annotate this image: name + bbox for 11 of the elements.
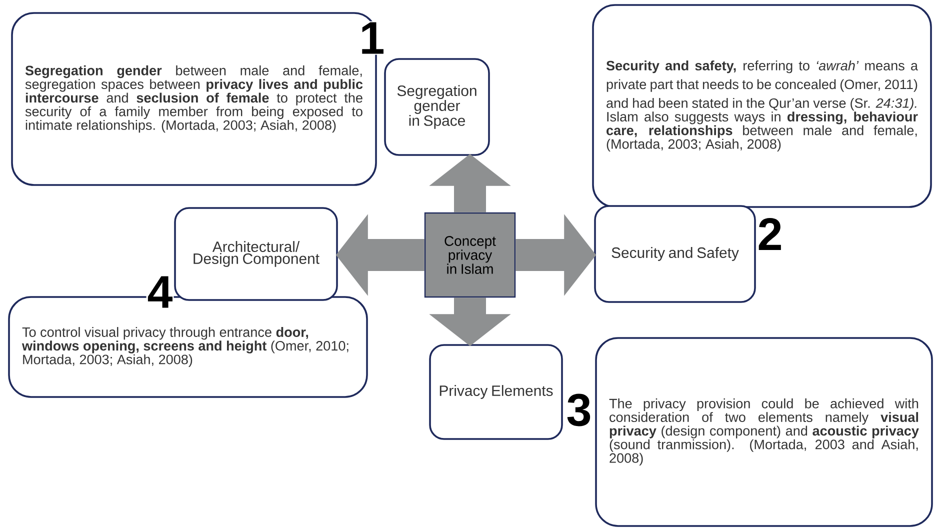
- description-box: Security and safety, referring to ‘awrah’ means a private part that needs to be concealed (Omer, 2011) and had been stated in the Qur’an verse (Sr. 24:31). Islam also suggests ways in dressing, behaviour care, relationships between male and female, (Mortada, 2003; Asiah, 2008): [592, 4, 932, 208]
- step-number: 1: [358, 21, 386, 55]
- description-box: The privacy provision could be achieved with consideration of two elements namely visual privacy (design component) and acoustic privacy (sound tranmission). (Mortada, 2003 and Asiah, 2008): [595, 337, 933, 527]
- step-number: 4: [146, 275, 174, 309]
- step-number: 3: [565, 392, 593, 428]
- step-number: 2: [756, 217, 784, 251]
- topic-box: Privacy Elements: [429, 344, 563, 440]
- topic-box: Segregation gender in Space: [384, 58, 490, 156]
- topic-box: Security and Safety: [594, 205, 756, 303]
- topic-box: Architectural/ Design Component: [174, 207, 338, 301]
- concept-box: Concept privacy in Islam: [424, 212, 516, 298]
